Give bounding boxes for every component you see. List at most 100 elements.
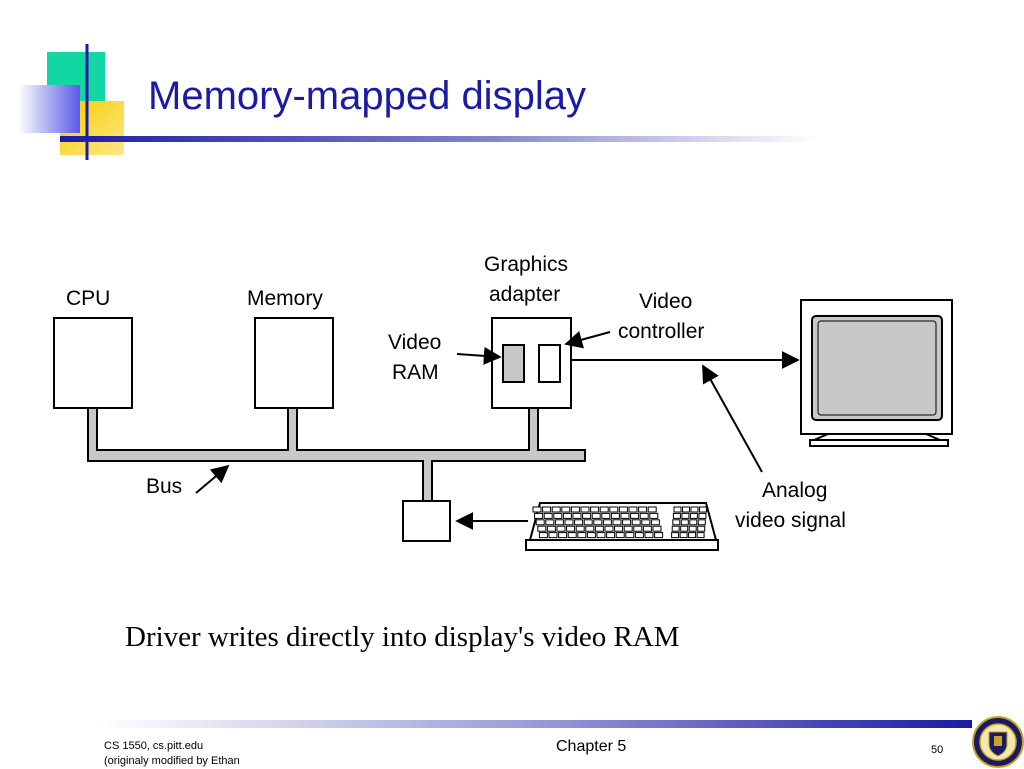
video-controller-label-line2: controller (618, 320, 704, 343)
keyboard-key (642, 525, 652, 532)
keyboard-key (558, 532, 568, 539)
keyboard-key (697, 525, 706, 532)
keyboard-key (628, 506, 638, 513)
bus-label: Bus (146, 475, 182, 498)
keyboard-key (604, 525, 614, 532)
keyboard-key (623, 525, 633, 532)
keyboard-key (679, 532, 688, 539)
keyboard-key (610, 512, 620, 519)
graphics-adapter-label-line2: adapter (489, 283, 560, 306)
footer-course-line2: (originaly modified by Ethan (104, 755, 240, 767)
keyboard-key (652, 525, 662, 532)
keyboard-key (601, 512, 611, 519)
keyboard-key (644, 532, 654, 539)
analog-signal-label-line1: Analog (762, 479, 827, 502)
keyboard-key (654, 532, 664, 539)
video-ram-arrow (456, 346, 502, 365)
keyboard-key (688, 525, 697, 532)
keyboard-key (593, 519, 603, 526)
keyboard-key (672, 512, 681, 519)
keyboard-key (625, 532, 635, 539)
keyboard-key (596, 532, 606, 539)
keyboard-key (535, 519, 545, 526)
memory-label: Memory (247, 287, 323, 310)
keyboard-key (556, 525, 566, 532)
keyboard-key (553, 512, 563, 519)
keyboard-key (680, 525, 689, 532)
keyboard-key (585, 525, 595, 532)
keyboard-key (682, 506, 690, 513)
keyboard-key (534, 512, 544, 519)
keyboard-controller-box (402, 500, 451, 542)
keyboard-key (633, 525, 643, 532)
keyboard-key (561, 506, 571, 513)
monitor-icon (800, 299, 953, 447)
keyboard-key (650, 519, 660, 526)
keyboard-key (548, 532, 558, 539)
keyboard-key (543, 512, 553, 519)
keyboard-key (545, 519, 555, 526)
page-number: 50 (931, 744, 944, 756)
video-ram-chip (502, 344, 525, 383)
keyboard-key (671, 532, 680, 539)
keyboard-key (647, 506, 657, 513)
keyboard-key (689, 512, 698, 519)
keyboard-key (564, 519, 574, 526)
keyboard-key (551, 506, 561, 513)
footer-chapter: Chapter 5 (556, 738, 627, 755)
keyboard-key (688, 532, 697, 539)
keyboard-key (681, 512, 690, 519)
keyboard-key (594, 525, 604, 532)
keyboard-key (615, 532, 625, 539)
keyboard-key (599, 506, 609, 513)
keyboard-key (562, 512, 572, 519)
keyboard-key (672, 519, 681, 526)
keyboard-key (614, 525, 624, 532)
keyboard-key (690, 506, 699, 513)
keyboard-key (532, 506, 542, 513)
keyboard-key (590, 506, 600, 513)
color-squares-decoration-icon (18, 44, 124, 160)
keyboard-key (696, 532, 705, 539)
keyboard-key (671, 525, 680, 532)
keyboard-key (620, 512, 630, 519)
keyboard-key (591, 512, 601, 519)
title-underline (60, 136, 820, 142)
keyboard-key (570, 506, 580, 513)
cpu-label: CPU (66, 287, 110, 310)
keyboard-key (618, 506, 628, 513)
video-ram-label-line2: RAM (392, 361, 439, 384)
keyboard-key (567, 532, 577, 539)
keyboard-key (630, 512, 640, 519)
keyboard-key (649, 512, 659, 519)
keyboard-key (538, 532, 548, 539)
keyboard-key (542, 506, 552, 513)
analog-signal-label-line2: video signal (735, 509, 846, 532)
slide-title: Memory-mapped display (148, 74, 586, 118)
keyboard-key (689, 519, 698, 526)
video-controller-label-line1: Video (639, 290, 692, 313)
video-controller-arrow (564, 331, 611, 349)
keyboard-key (537, 525, 547, 532)
blue-square (18, 85, 80, 133)
university-seal-logo-icon (972, 716, 1024, 768)
keyboard-key (554, 519, 564, 526)
keyboard-key (602, 519, 612, 526)
keyboard-key (634, 532, 644, 539)
keyboard-key (580, 506, 590, 513)
keyboard-key (572, 512, 582, 519)
keyboard-key (574, 519, 584, 526)
footer-course-info: CS 1550, cs.pitt.edu (originaly modified… (104, 739, 240, 769)
memory-box (254, 317, 334, 409)
memory-mapped-display-diagram: CPU Memory Graphics adapter Video RAM Vi… (53, 253, 953, 551)
keyboard-key (680, 519, 689, 526)
keyboard-key (639, 512, 649, 519)
slide-caption: Driver writes directly into display's vi… (125, 621, 680, 653)
bus-arrow (195, 464, 230, 494)
keyboard-key (575, 525, 585, 532)
keyboard-key (583, 519, 593, 526)
video-ram-label-line1: Video (388, 331, 441, 354)
keyboard-key (699, 506, 707, 513)
keyboard-key (582, 512, 592, 519)
footer-course-line1: CS 1550, cs.pitt.edu (104, 740, 204, 752)
